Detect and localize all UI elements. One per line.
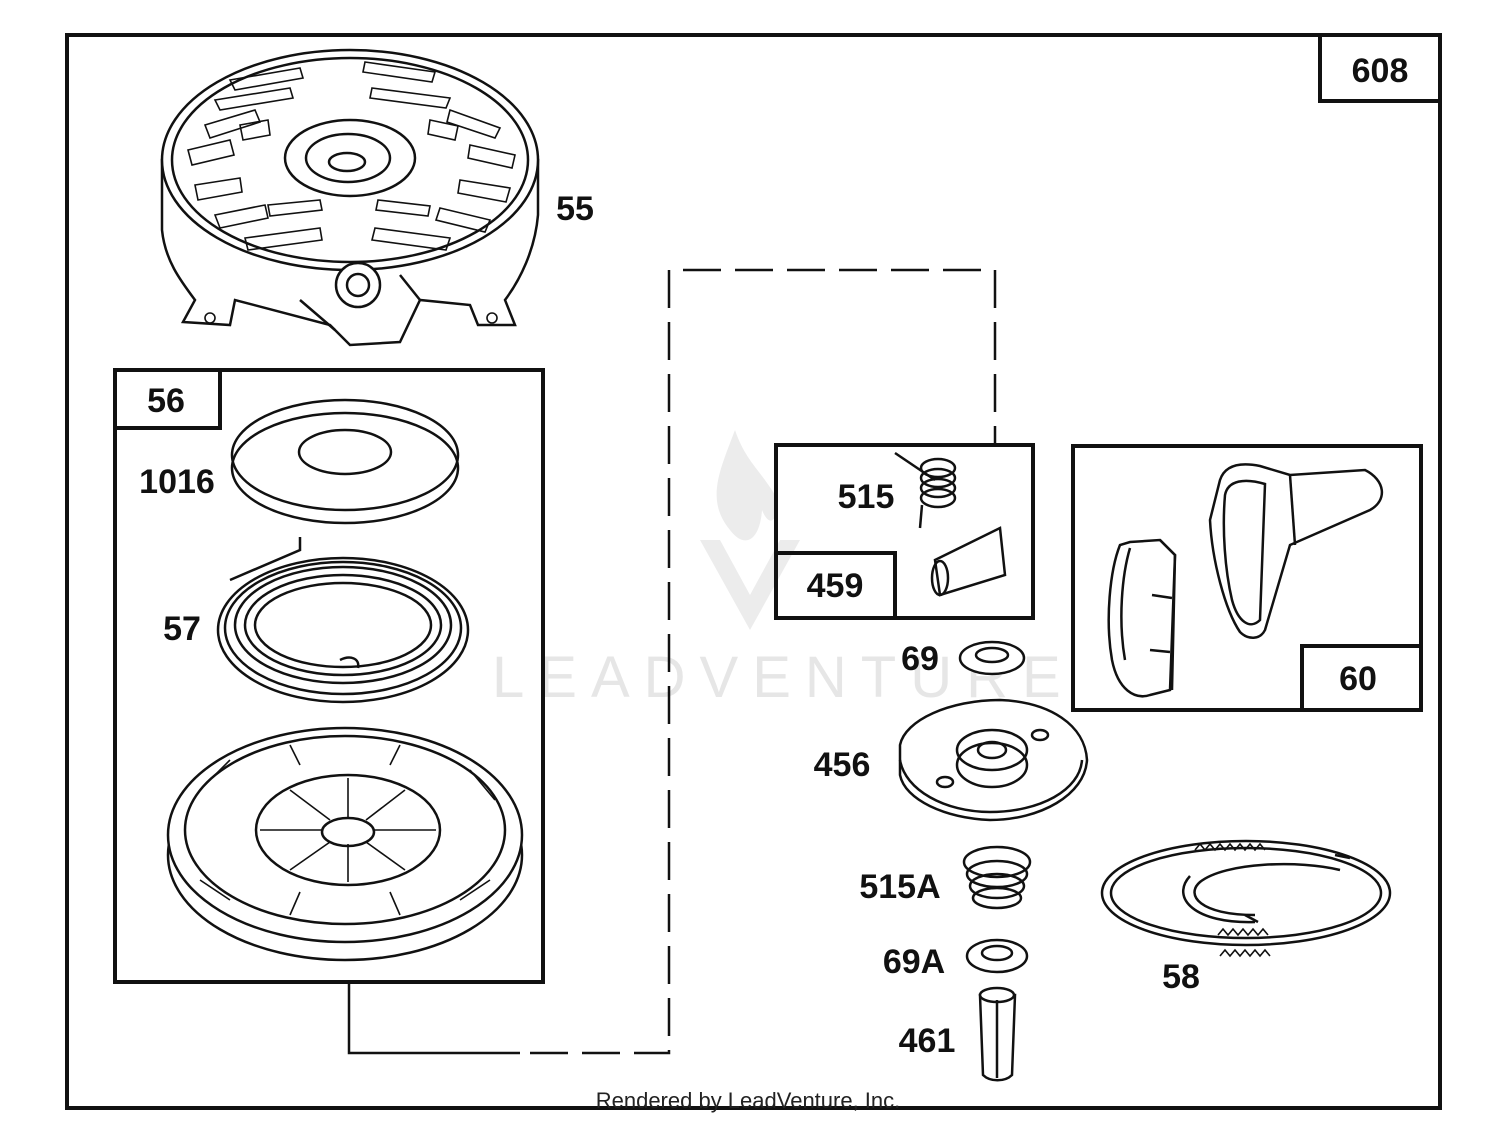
outer-frame (65, 33, 1442, 1110)
diagram-id-box: 608 (1318, 33, 1442, 103)
kit-label-box-60 (1300, 644, 1423, 712)
connector-lines (347, 268, 997, 1055)
label-69: 69 (901, 640, 939, 678)
label-58: 58 (1162, 958, 1200, 996)
label-456: 456 (814, 746, 871, 784)
label-1016: 1016 (139, 463, 215, 501)
pawl-part[interactable] (930, 526, 1007, 597)
pawl-spring-515[interactable] (894, 451, 957, 529)
label-459: 459 (807, 567, 864, 605)
starter-handle-60[interactable] (1107, 463, 1383, 698)
starter-housing-55[interactable] (160, 48, 540, 347)
starter-pulley[interactable] (166, 726, 524, 962)
label-515: 515 (838, 478, 895, 516)
label-461: 461 (899, 1022, 956, 1060)
label-69A: 69A (883, 943, 945, 981)
rewind-spring-57[interactable] (216, 537, 470, 704)
label-60: 60 (1339, 660, 1377, 698)
pin-461[interactable] (978, 986, 1017, 1082)
footer-credit: Rendered by LeadVenture, Inc. (596, 1088, 901, 1113)
kit-label-box-459 (774, 551, 897, 620)
kit-box-56 (113, 368, 545, 984)
diagram-id-label: 608 (1352, 52, 1409, 90)
kit-box-60 (1071, 444, 1423, 712)
retainer-456[interactable] (898, 698, 1089, 822)
washer-69A[interactable] (965, 938, 1029, 974)
label-56: 56 (147, 382, 185, 420)
label-57: 57 (163, 610, 201, 648)
spring-515A[interactable] (962, 845, 1032, 910)
starter-rope-58[interactable] (1100, 839, 1392, 958)
label-515A: 515A (859, 868, 940, 906)
washer-1016[interactable] (230, 398, 460, 525)
kit-label-box-56 (113, 368, 222, 430)
washer-69[interactable] (958, 640, 1026, 676)
kit-box-459 (774, 443, 1035, 620)
label-55: 55 (556, 190, 594, 228)
